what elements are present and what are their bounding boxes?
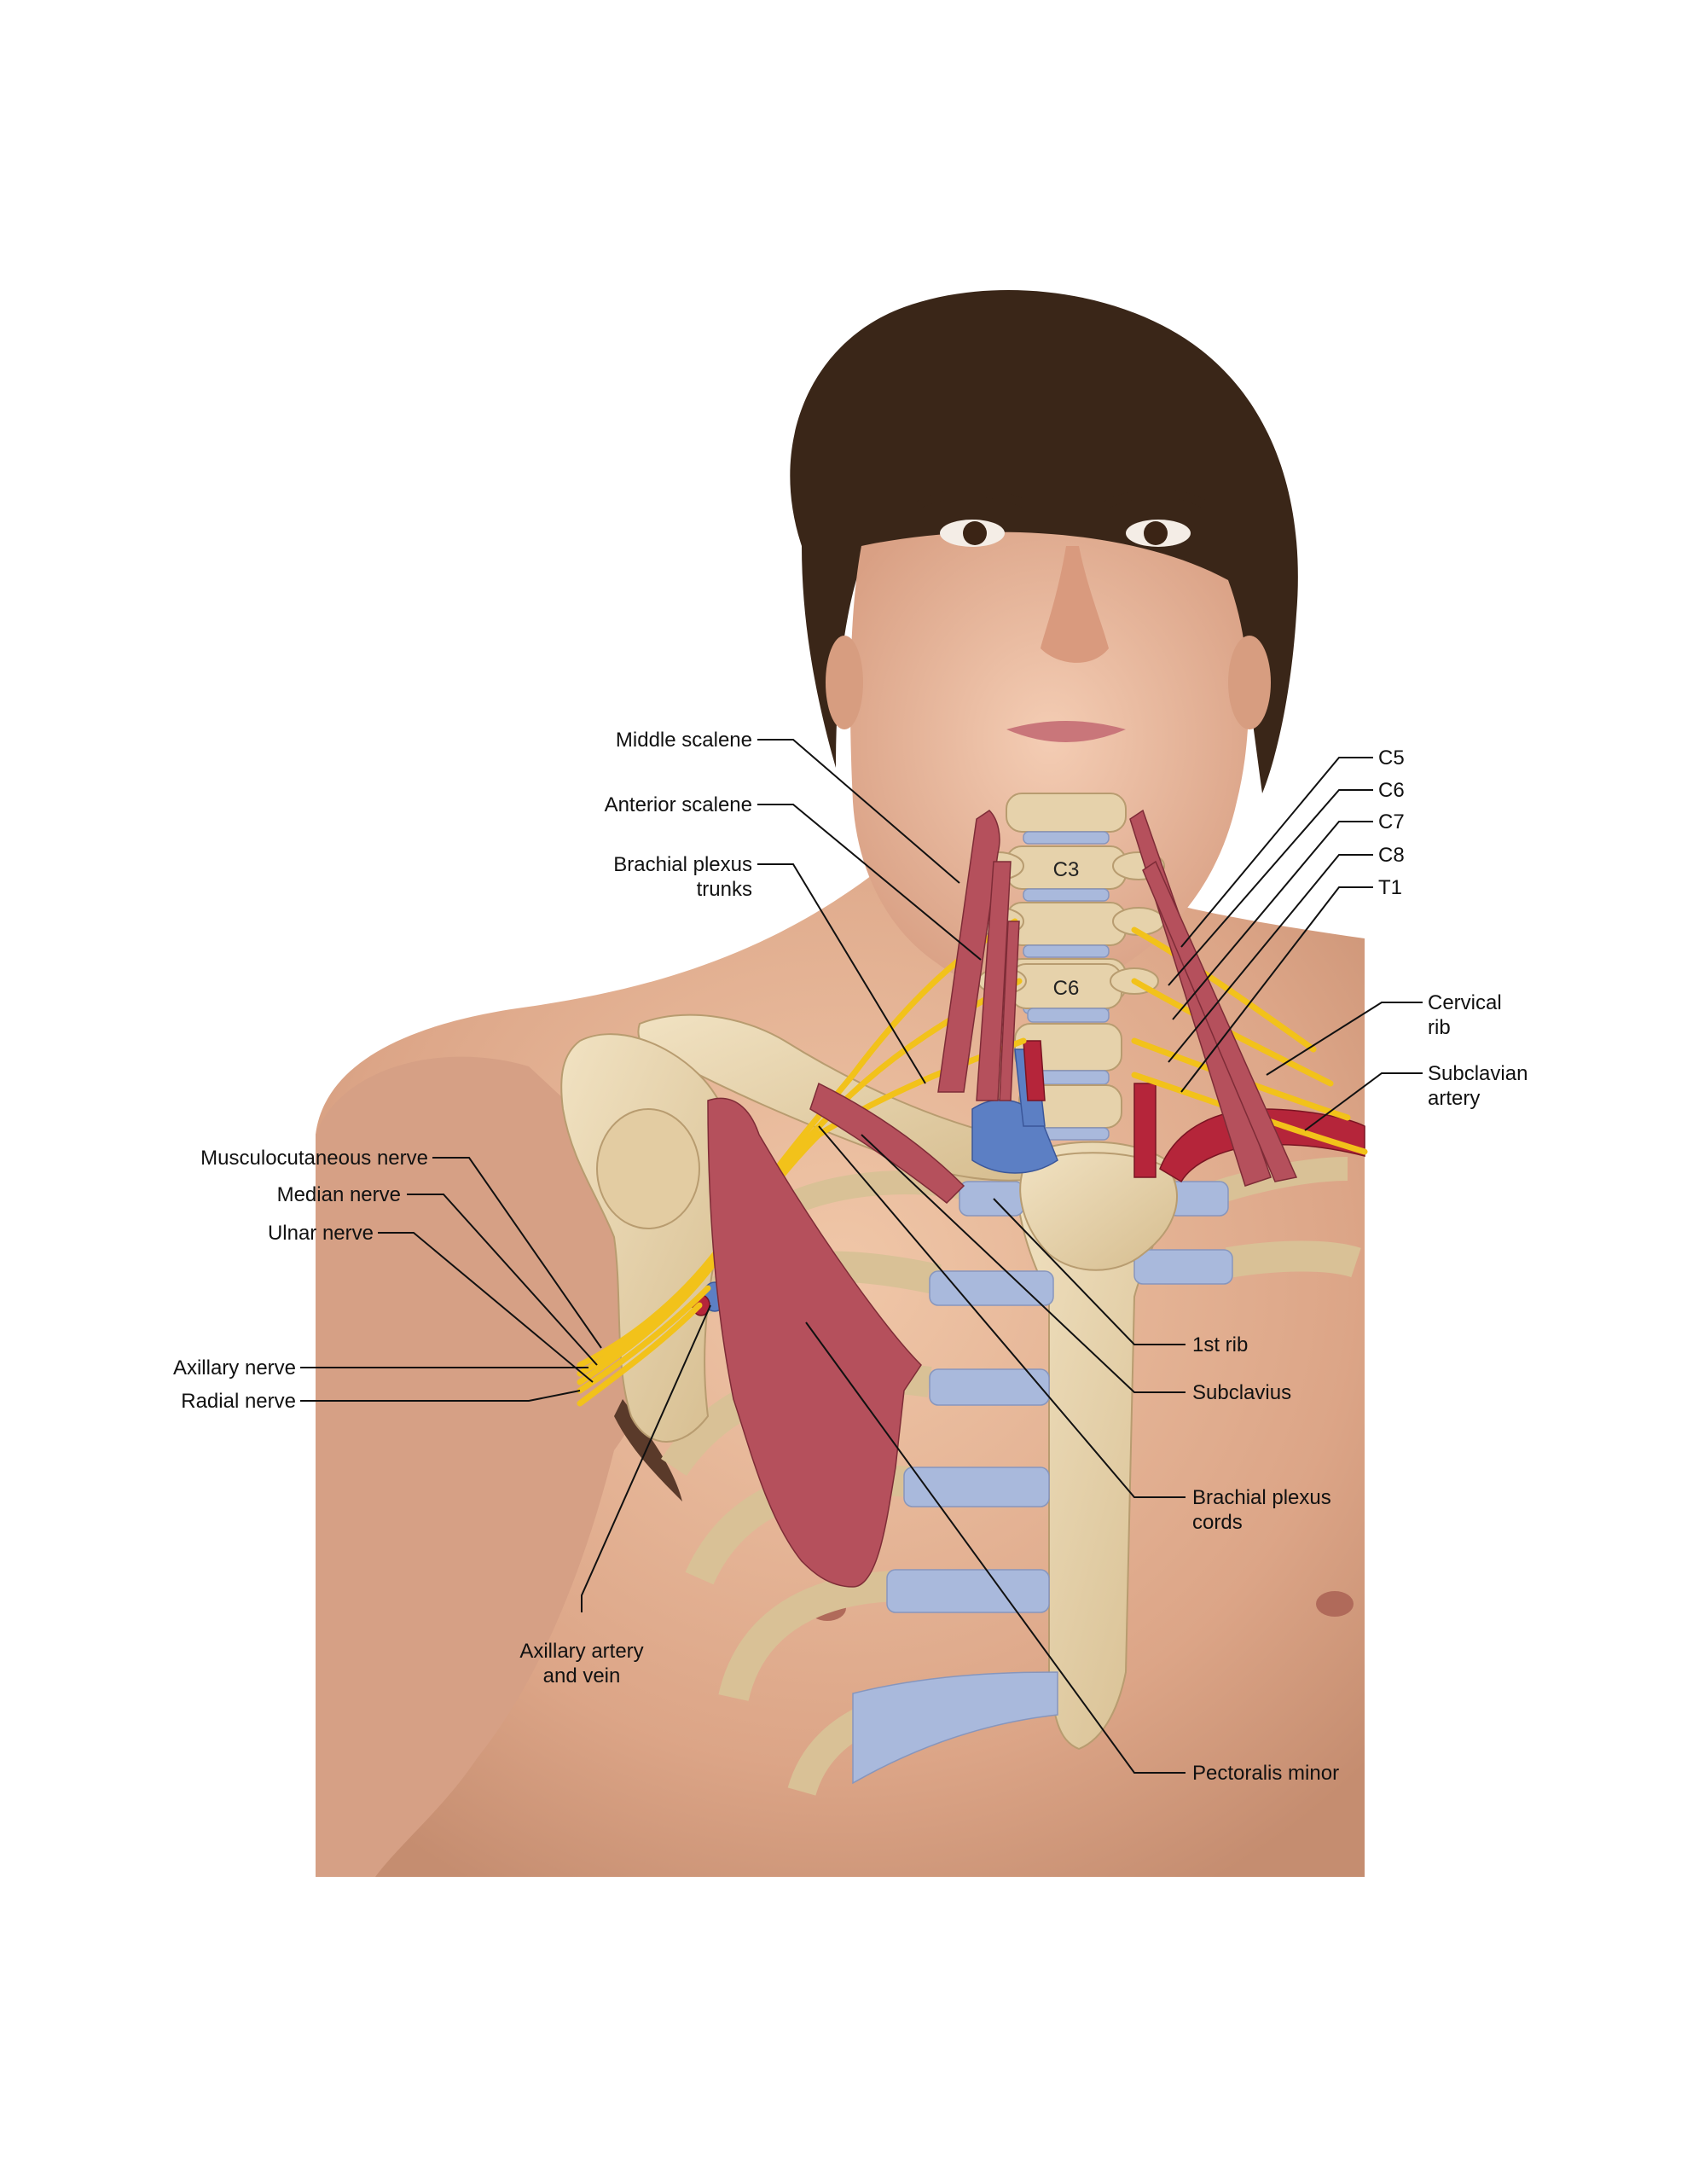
anterior-scalene-right	[1142, 860, 1298, 1182]
humeral-head	[596, 1108, 700, 1229]
label-c7: C7	[1378, 810, 1405, 834]
label-subclavian-artery-line1: Subclavian	[1428, 1062, 1528, 1085]
cartilage-3	[929, 1368, 1050, 1406]
cervical-spine: C3 C6	[971, 793, 1165, 1141]
nerve-branch-4	[577, 1285, 711, 1394]
anterior-scalene-left	[976, 861, 1012, 1101]
ear-right	[1228, 636, 1271, 729]
label-radial-nerve: Radial nerve	[181, 1390, 296, 1413]
label-cervical-rib-line1: Cervical	[1428, 991, 1502, 1014]
cartilage-2-right	[1133, 1249, 1233, 1285]
leader-musculocutaneous	[432, 1157, 602, 1349]
nipple-right	[1316, 1591, 1354, 1617]
label-bp-cords-line1: Brachial plexus	[1192, 1486, 1331, 1509]
label-c5: C5	[1378, 746, 1405, 770]
arm-skin	[316, 1056, 663, 1877]
label-c6: C6	[1378, 779, 1405, 802]
muscles	[707, 809, 1298, 1588]
label-bp-cords-line2: cords	[1192, 1511, 1243, 1534]
pupil-left	[963, 521, 987, 545]
eyebrow-left	[917, 488, 1028, 508]
eyebrow-right	[1104, 488, 1207, 508]
leader-bp-cords	[818, 1125, 1186, 1498]
label-median-nerve: Median nerve	[277, 1183, 401, 1206]
pectoralis-minor-muscle	[707, 1097, 922, 1588]
subclavian-artery-right	[1159, 1108, 1365, 1183]
leader-first-rib	[993, 1198, 1186, 1345]
labels: Middle scalene Anterior scalene Brachial…	[173, 729, 1528, 1785]
label-musculocutaneous-nerve: Musculocutaneous nerve	[200, 1147, 428, 1170]
subclavius-muscle	[809, 1082, 965, 1205]
disc-5	[1027, 1008, 1110, 1023]
nerve-trunk-upper-right	[1131, 926, 1317, 1053]
subclavian-artery-left	[1133, 1083, 1157, 1178]
nerve-branch-5	[577, 1302, 703, 1407]
label-axillary-nerve: Axillary nerve	[173, 1356, 296, 1380]
leader-axillary-artery-vein	[581, 1304, 711, 1612]
leader-bp-trunks	[757, 863, 926, 1084]
leader-ulnar	[378, 1232, 594, 1383]
ear-left	[826, 636, 863, 729]
leader-lines	[300, 739, 1423, 1774]
cartilage-6	[852, 1671, 1058, 1785]
label-c8: C8	[1378, 844, 1405, 867]
nose	[1041, 546, 1109, 663]
label-bp-trunks-line1: Brachial plexus	[613, 853, 752, 876]
leader-median	[407, 1194, 598, 1366]
label-first-rib: 1st rib	[1192, 1333, 1248, 1356]
manubrium	[1019, 1152, 1178, 1271]
label-anterior-scalene: Anterior scalene	[605, 793, 752, 816]
label-axillary-artery-vein-line2: and vein	[543, 1664, 621, 1687]
label-t1: T1	[1378, 876, 1402, 899]
scalene-left-3	[999, 921, 1020, 1101]
leader-subclavius	[861, 1134, 1186, 1393]
label-bp-trunks-line2: trunks	[697, 878, 752, 901]
cartilage-2-left	[929, 1270, 1054, 1306]
cartilage-5	[886, 1569, 1050, 1613]
label-subclavian-artery-line2: artery	[1428, 1087, 1480, 1110]
leader-c5	[1180, 757, 1373, 948]
vertebra-c2	[1006, 793, 1127, 833]
leader-pectoralis-minor	[805, 1321, 1186, 1774]
label-axillary-artery-vein-line1: Axillary artery	[519, 1640, 643, 1663]
armpit-hair	[614, 1399, 682, 1502]
label-cervical-rib-line2: rib	[1428, 1016, 1451, 1039]
label-middle-scalene: Middle scalene	[616, 729, 752, 752]
middle-scalene-left	[937, 810, 1000, 1093]
mouth	[1006, 721, 1126, 742]
vertebra-c4	[1006, 902, 1127, 946]
label-ulnar-nerve: Ulnar nerve	[268, 1222, 374, 1245]
cartilage-1-left	[959, 1181, 1024, 1217]
vertebra-label-c6: C6	[1053, 977, 1080, 1000]
leader-t1	[1180, 886, 1373, 1093]
leader-radial	[300, 1390, 581, 1402]
disc-3	[1023, 944, 1110, 958]
label-subclavius: Subclavius	[1192, 1381, 1291, 1404]
leader-subclavian-artery	[1304, 1072, 1423, 1131]
vertebra-label-c3: C3	[1053, 858, 1080, 881]
leader-cervical-rib	[1266, 1002, 1423, 1076]
label-pectoralis-minor: Pectoralis minor	[1192, 1762, 1339, 1785]
disc-1	[1023, 831, 1110, 845]
leader-anterior-scalene	[757, 804, 982, 961]
pupil-right	[1144, 521, 1168, 545]
disc-2	[1023, 888, 1110, 902]
leader-middle-scalene	[757, 739, 960, 884]
rib-r-2	[1226, 1240, 1361, 1278]
leader-c8	[1168, 854, 1373, 1063]
common-carotid-left	[1023, 1040, 1046, 1101]
cartilage-4	[903, 1467, 1050, 1507]
leader-c7	[1172, 821, 1373, 1020]
leader-c6	[1168, 789, 1373, 986]
